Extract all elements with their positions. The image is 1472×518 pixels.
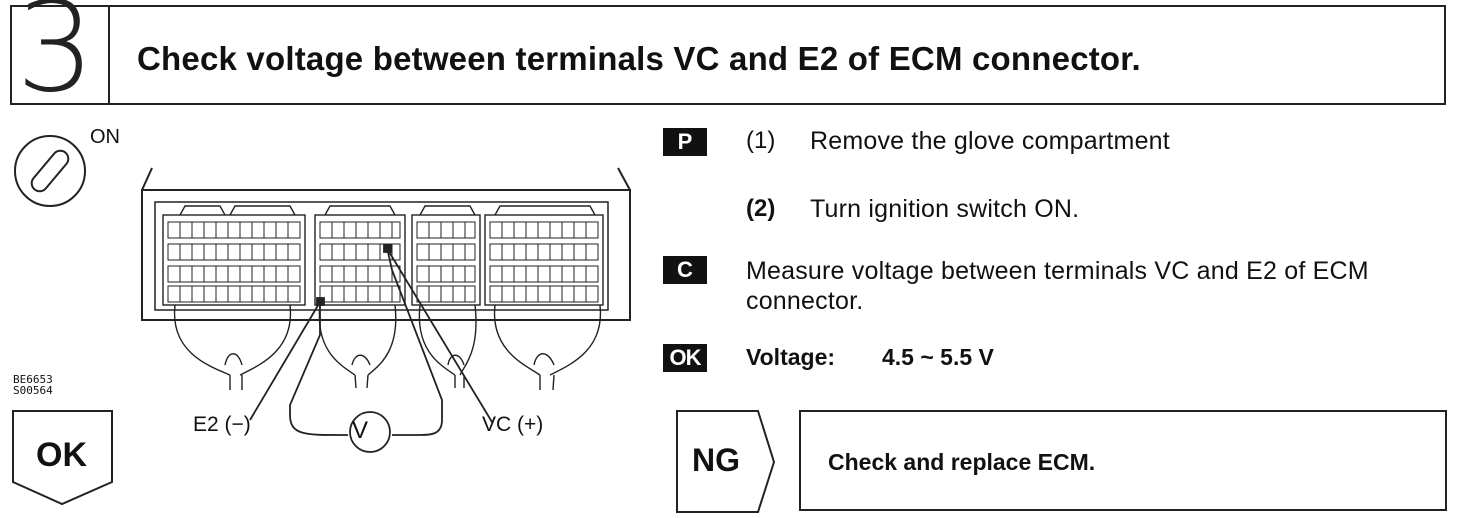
voltage-value: 4.5 ~ 5.5 V: [882, 344, 994, 370]
ok-tag: OK: [663, 344, 707, 372]
measure-instruction: Measure voltage between terminals VC and…: [746, 257, 1369, 315]
ok-arrow-button[interactable]: [12, 410, 114, 506]
step1-text: Remove the glove compartment: [810, 127, 1170, 155]
voltmeter-symbol: V: [352, 417, 369, 444]
step-header-box: [10, 5, 1446, 105]
ignition-on-label: ON: [90, 126, 120, 148]
figure-code: S00564: [13, 384, 53, 397]
ng-action-text: Check and replace ECM.: [828, 449, 1096, 475]
ecm-connector-diagram: [141, 167, 631, 453]
step2-text: Turn ignition switch ON.: [810, 195, 1080, 223]
step1-number: (1): [746, 127, 776, 154]
step2-number: (2): [746, 195, 776, 222]
ng-arrow-button[interactable]: [676, 410, 776, 514]
voltage-label: Voltage:: [746, 344, 836, 370]
terminal-vc-label: VC (+): [482, 413, 544, 436]
check-tag: C: [663, 256, 707, 284]
ng-action-box: [799, 410, 1447, 511]
header-divider: [108, 5, 110, 105]
step-title: Check voltage between terminals VC and E…: [137, 40, 1141, 77]
figure-code: BE6653: [13, 373, 53, 386]
ignition-key-icon: [14, 135, 86, 207]
ng-button-label[interactable]: NG: [692, 442, 740, 478]
terminal-e2-label: E2 (−): [193, 413, 251, 436]
ok-button-label[interactable]: OK: [36, 436, 87, 474]
step-number: 3: [16, 0, 95, 120]
prep-tag: P: [663, 128, 707, 156]
